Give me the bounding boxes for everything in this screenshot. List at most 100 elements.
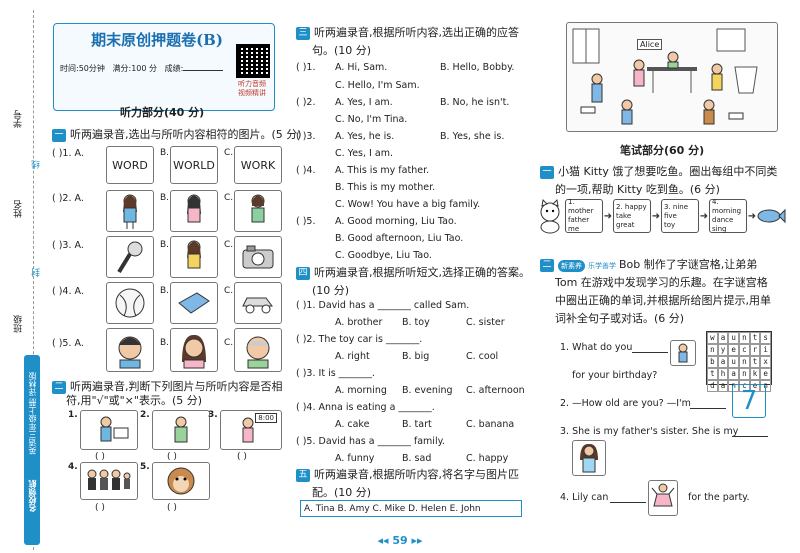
s1-q2-b-label: B. [160, 193, 170, 203]
woman-face-icon [182, 334, 206, 369]
s4-q3: ( )3. It is _______. [296, 368, 375, 379]
man-picture [106, 328, 154, 372]
page-number: 59 [392, 534, 408, 547]
grid-cell[interactable]: u [728, 356, 739, 368]
grid-cell[interactable]: t [749, 356, 761, 368]
s4-q3-c: C. afternoon [466, 385, 525, 396]
group-2-word-3[interactable]: great [616, 220, 635, 229]
grid-cell[interactable]: w [707, 332, 718, 344]
s4-q4: ( )4. Anna is eating a _______. [296, 402, 435, 413]
grid-cell[interactable]: t [749, 332, 761, 344]
grid-cell[interactable]: h [717, 368, 729, 380]
grid-cell[interactable]: e [760, 368, 771, 380]
kitty-cat-picture [536, 198, 564, 237]
grid-cell[interactable]: n [739, 356, 750, 368]
section-1-text: 听两遍录音,选出与所听内容相符的图片。(5 分) [70, 128, 302, 141]
s3-q2-b: B. No, he isn't. [440, 97, 510, 108]
class-label: 班级 [14, 315, 24, 333]
listening-title: 听力部分(40 分) [120, 106, 205, 119]
group-2-word-2[interactable]: take [616, 211, 632, 220]
s3-q3-c: C. Yes, I am. [335, 148, 393, 159]
grid-cell[interactable]: i [760, 344, 771, 356]
grid-cell[interactable]: e [749, 380, 761, 392]
grid-cell[interactable]: d [707, 380, 718, 392]
s1-q4-b-label: B. [160, 286, 170, 296]
ball-picture [106, 282, 154, 324]
grid-cell[interactable]: x [760, 356, 771, 368]
girl-icon [187, 240, 201, 269]
group-3-word-1[interactable]: 3. nine [664, 202, 689, 211]
written-section-2-number: 二 [540, 258, 554, 272]
s4-q2-a: A. right [335, 351, 370, 362]
grid-cell[interactable]: e [728, 344, 739, 356]
group-4-word-2[interactable]: dance [712, 216, 734, 224]
s2-picture-1 [80, 410, 138, 450]
ws-q1b: for your birthday? [572, 370, 658, 381]
s3-q4-c: C. Wow! You have a big family. [335, 199, 481, 210]
s3-q1-no: ( )1. [296, 62, 316, 73]
ws-q4-blank[interactable] [610, 502, 646, 503]
grid-cell[interactable]: t [707, 368, 718, 380]
s2-picture-3: 8:00 [220, 410, 282, 450]
ws-q1-blank[interactable] [632, 352, 668, 353]
s3-q3-b: B. Yes, she is. [440, 131, 505, 142]
grid-cell[interactable]: c [739, 380, 750, 392]
s2-paren-3: ( ) [237, 452, 247, 462]
group-1-word-2[interactable]: father [568, 216, 590, 224]
binding-sidebar: 学号 姓名 班级 线 封 名校领航 英语三年级上册 译林版 [0, 0, 46, 553]
result-label: 成绩: [164, 64, 184, 73]
s1-q1-b-label: B. [160, 148, 170, 158]
grid-cell[interactable]: a [728, 368, 739, 380]
girl-icon [251, 194, 265, 223]
grid-cell[interactable]: y [717, 344, 729, 356]
ws-q3: 3. She is my father's sister. She is my [560, 426, 739, 437]
s4-q3-b: B. evening [402, 385, 453, 396]
grid-cell[interactable]: a [717, 356, 729, 368]
grid-cell[interactable]: u [728, 332, 739, 344]
s2-no-4: 4. [68, 462, 78, 472]
s1-q1-no: ( )1. A. [52, 148, 84, 159]
s1-q2-no: ( )2. A. [52, 193, 84, 204]
ws-q2-blank[interactable] [690, 408, 726, 409]
written-section-2-text-4: 词补全句子或对话。(6 分) [555, 312, 685, 325]
grid-cell[interactable]: n [739, 368, 750, 380]
group-3-word-3[interactable]: toy [664, 220, 676, 229]
s4-q5-a: A. funny [335, 453, 375, 464]
group-2-word-1[interactable]: 2. happy [616, 202, 647, 211]
grid-cell[interactable]: s [760, 332, 771, 344]
grid-cell[interactable]: a [717, 332, 729, 344]
grid-cell[interactable]: b [707, 356, 718, 368]
exam-info: 时间:50分钟 满分:100 分 成绩: [60, 63, 224, 74]
grid-cell[interactable]: c [739, 344, 750, 356]
grid-cell[interactable]: a [717, 380, 729, 392]
group-4-word-3[interactable]: sing [712, 225, 727, 233]
group-1-word-1[interactable]: 1. mother [568, 198, 594, 215]
grid-cell[interactable]: r [749, 344, 761, 356]
girl-picture [106, 190, 154, 232]
section-4-heading: 四听两遍录音,根据所听短文,选择正确的答案。 [296, 264, 530, 280]
s3-q5-c: C. Goodbye, Liu Tao. [335, 250, 432, 261]
party-scene-illustration [572, 28, 758, 125]
ws-q4b: for the party. [688, 492, 750, 503]
grid-cell[interactable]: n [739, 332, 750, 344]
grid-cell[interactable]: k [749, 368, 761, 380]
book-picture [170, 282, 218, 324]
girl-picture-2 [170, 190, 218, 232]
s2-picture-5 [152, 462, 210, 500]
group-3-word-2[interactable]: five [664, 211, 677, 220]
ws-q3-blank[interactable] [732, 436, 768, 437]
qr-code[interactable] [236, 44, 270, 78]
group-1-word-3[interactable]: me [568, 225, 580, 233]
s2-no-2: 2. [140, 410, 150, 420]
book-icon [178, 292, 210, 314]
section-3-number: 三 [296, 26, 310, 40]
s3-q2-c: C. No, I'm Tina. [335, 114, 408, 125]
group-4-word-1[interactable]: 4. morning [712, 198, 742, 215]
grid-cell[interactable]: n [707, 344, 718, 356]
